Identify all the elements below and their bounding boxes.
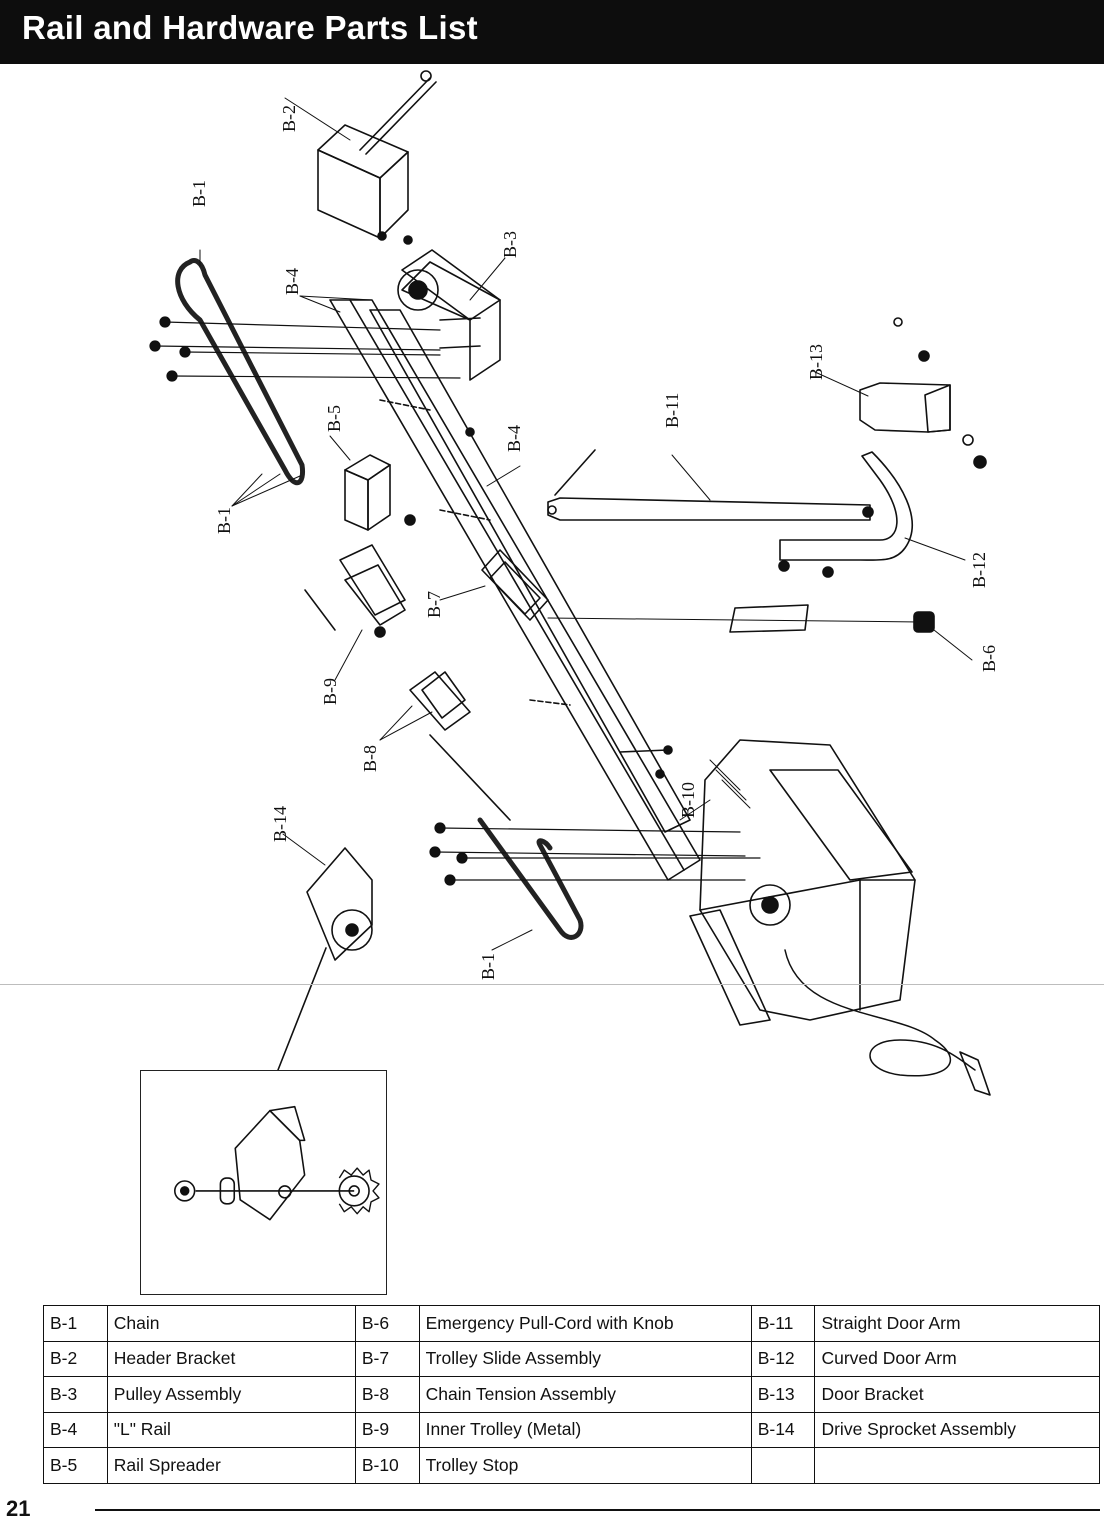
chain-bottom-drawing [477, 817, 584, 940]
callout-b14: B-14 [270, 806, 290, 842]
part-name: Header Bracket [106, 1340, 356, 1377]
drive-sprocket-drawing [277, 847, 373, 1071]
callout-b10: B-10 [678, 782, 698, 818]
callout-b8: B-8 [360, 745, 380, 772]
scan-hairline [0, 984, 1104, 985]
header-bracket-drawing [317, 70, 437, 245]
part-name: Door Bracket [814, 1376, 1100, 1413]
table-row: B-2 Header Bracket B-7 Trolley Slide Ass… [43, 1340, 1100, 1377]
chain-tension-drawing [409, 671, 511, 821]
sprocket-detail-inset [140, 1070, 387, 1295]
parts-table: B-1 Chain B-6 Emergency Pull-Cord with K… [43, 1305, 1100, 1484]
part-name: Emergency Pull-Cord with Knob [418, 1305, 752, 1342]
part-code: B-2 [43, 1340, 108, 1377]
page-title: Rail and Hardware Parts List [22, 9, 478, 46]
l-rail-drawing [329, 299, 701, 881]
part-code: B-1 [43, 1305, 108, 1342]
table-row: B-3 Pulley Assembly B-8 Chain Tension As… [43, 1376, 1100, 1413]
part-code: B-11 [750, 1305, 816, 1342]
callout-b4-right: B-4 [504, 425, 524, 452]
callout-b6: B-6 [979, 645, 999, 672]
door-bracket-drawing [859, 317, 987, 469]
part-name: Inner Trolley (Metal) [418, 1411, 752, 1448]
part-code: B-12 [750, 1340, 816, 1377]
callout-leaders [199, 97, 973, 951]
callout-b1-mid: B-1 [214, 507, 234, 534]
callout-b11: B-11 [662, 393, 682, 428]
table-row: B-5 Rail Spreader B-10 Trolley Stop [43, 1447, 1100, 1484]
inner-trolley-drawing [304, 544, 406, 638]
part-name: Straight Door Arm [814, 1305, 1100, 1342]
callout-b9: B-9 [320, 678, 340, 705]
part-code: B-3 [43, 1376, 108, 1413]
part-code: B-7 [354, 1340, 420, 1377]
curved-door-arm-drawing [778, 451, 914, 578]
footer-rule [95, 1509, 1100, 1511]
part-name: Trolley Slide Assembly [418, 1340, 752, 1377]
callout-b4-left: B-4 [282, 268, 302, 295]
part-code: B-5 [43, 1447, 108, 1484]
table-row: B-1 Chain B-6 Emergency Pull-Cord with K… [43, 1305, 1100, 1342]
part-code: B-9 [354, 1411, 420, 1448]
callout-b7: B-7 [424, 591, 444, 618]
bolts-bottom-drawing [429, 822, 761, 886]
part-code [750, 1447, 816, 1484]
part-name: Curved Door Arm [814, 1340, 1100, 1377]
callout-b3: B-3 [500, 231, 520, 258]
bolts-top-drawing [149, 316, 461, 382]
part-name: Trolley Stop [418, 1447, 752, 1484]
pulley-assembly-drawing [397, 249, 501, 381]
part-name: Chain Tension Assembly [418, 1376, 752, 1413]
part-code: B-13 [750, 1376, 816, 1413]
callout-b13: B-13 [806, 344, 826, 380]
page-header: Rail and Hardware Parts List [0, 0, 1104, 64]
part-code: B-6 [354, 1305, 420, 1342]
exploded-diagram: B-2 B-1 B-3 B-4 B-5 B-4 B-13 B-11 B-1 B-… [0, 64, 1104, 1304]
part-name: Chain [106, 1305, 356, 1342]
straight-door-arm-drawing [547, 449, 874, 521]
callout-b1-bottom: B-1 [478, 953, 498, 980]
trolley-stop-drawing [619, 745, 673, 779]
callout-b2: B-2 [279, 105, 299, 132]
motor-unit-drawing [689, 739, 991, 1096]
part-name: "L" Rail [106, 1411, 356, 1448]
part-name: Rail Spreader [106, 1447, 356, 1484]
callout-b12: B-12 [969, 552, 989, 588]
callout-b1-top: B-1 [189, 180, 209, 207]
part-name: Pulley Assembly [106, 1376, 356, 1413]
rail-spreader-drawing [344, 427, 475, 531]
page-number: 21 [6, 1496, 31, 1521]
part-name: Drive Sprocket Assembly [814, 1411, 1100, 1448]
callout-b5: B-5 [324, 405, 344, 432]
trolley-slide-drawing [481, 549, 935, 633]
part-code: B-4 [43, 1411, 108, 1448]
part-code: B-10 [354, 1447, 420, 1484]
part-code: B-8 [354, 1376, 420, 1413]
part-name [814, 1447, 1100, 1484]
part-code: B-14 [750, 1411, 816, 1448]
table-row: B-4 "L" Rail B-9 Inner Trolley (Metal) B… [43, 1411, 1100, 1448]
